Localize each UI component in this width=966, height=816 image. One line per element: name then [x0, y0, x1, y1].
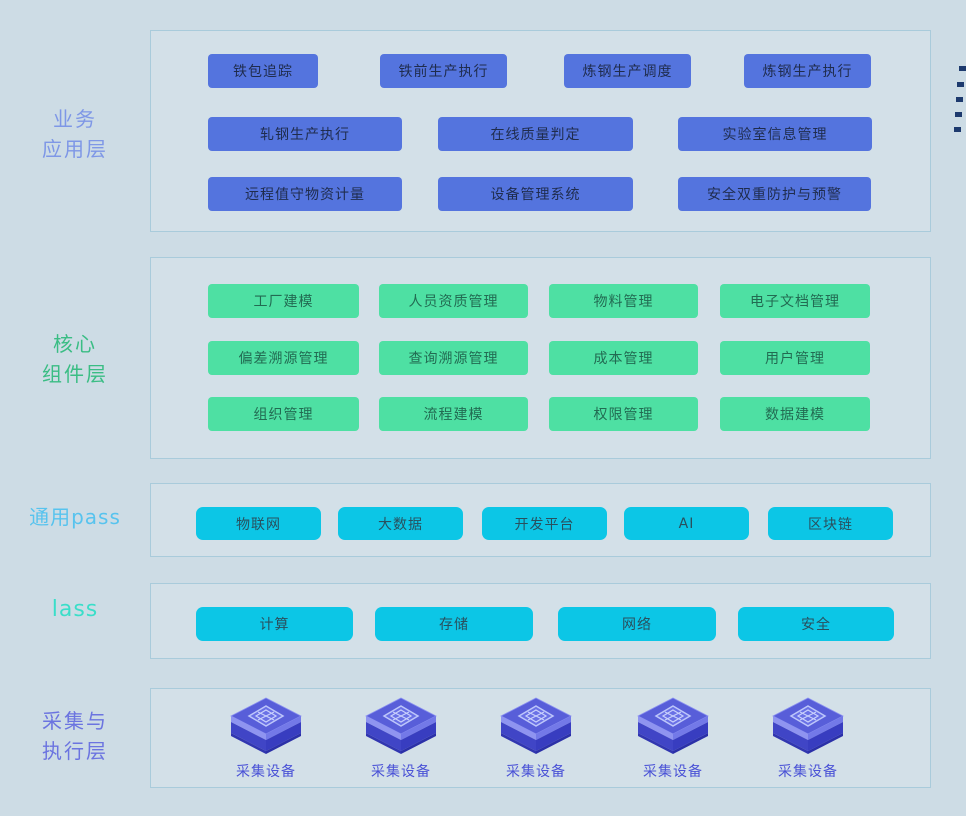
app-button[interactable]: 炼钢生产执行: [744, 54, 871, 88]
device-item: 采集设备: [768, 697, 848, 781]
edge-dot: [955, 112, 962, 117]
device-caption: 采集设备: [778, 764, 838, 780]
paas-panel: 物联网 大数据 开发平台 AI 区块链: [150, 483, 931, 557]
device-item: 采集设备: [496, 697, 576, 781]
collection-execution-panel: 采集设备 采集设备: [150, 688, 931, 788]
core-button[interactable]: 权限管理: [549, 397, 698, 431]
layer-label-device-line2: 执行层: [42, 739, 108, 763]
layer-label-core-line1: 核心: [53, 332, 97, 356]
core-button[interactable]: 查询溯源管理: [379, 341, 528, 375]
layer-label-business-line1: 业务: [53, 107, 97, 131]
device-cube-icon: [772, 697, 844, 754]
device-caption: 采集设备: [506, 764, 566, 780]
layer-label-core: 核心 组件层: [0, 329, 150, 389]
core-button[interactable]: 成本管理: [549, 341, 698, 375]
app-button[interactable]: 轧钢生产执行: [208, 117, 402, 151]
layer-label-device: 采集与 执行层: [0, 706, 150, 766]
device-item: 采集设备: [226, 697, 306, 781]
iaas-button[interactable]: 计算: [196, 607, 353, 641]
device-caption: 采集设备: [643, 764, 703, 780]
paas-button[interactable]: 物联网: [196, 507, 321, 540]
core-button[interactable]: 数据建模: [720, 397, 870, 431]
app-button[interactable]: 在线质量判定: [438, 117, 633, 151]
core-button[interactable]: 组织管理: [208, 397, 359, 431]
core-button[interactable]: 电子文档管理: [720, 284, 870, 318]
core-button[interactable]: 物料管理: [549, 284, 698, 318]
app-button[interactable]: 设备管理系统: [438, 177, 633, 211]
device-item: 采集设备: [361, 697, 441, 781]
device-cube-icon: [365, 697, 437, 754]
core-button[interactable]: 用户管理: [720, 341, 870, 375]
paas-button[interactable]: AI: [624, 507, 749, 540]
device-cube-icon: [637, 697, 709, 754]
iaas-button[interactable]: 安全: [738, 607, 894, 641]
device-item: 采集设备: [633, 697, 713, 781]
layer-label-device-line1: 采集与: [42, 709, 108, 733]
core-button[interactable]: 人员资质管理: [379, 284, 528, 318]
device-caption: 采集设备: [236, 764, 296, 780]
iaas-panel: 计算 存储 网络 安全: [150, 583, 931, 659]
core-components-panel: 工厂建模 人员资质管理 物料管理 电子文档管理 偏差溯源管理 查询溯源管理 成本…: [150, 257, 931, 459]
core-button[interactable]: 偏差溯源管理: [208, 341, 359, 375]
core-button[interactable]: 流程建模: [379, 397, 528, 431]
edge-dot: [954, 127, 961, 132]
edge-dot: [956, 97, 963, 102]
business-application-panel: 铁包追踪 铁前生产执行 炼钢生产调度 炼钢生产执行 轧钢生产执行 在线质量判定 …: [150, 30, 931, 232]
iaas-button[interactable]: 存储: [375, 607, 533, 641]
layer-label-paas: 通用pass: [29, 505, 121, 529]
layer-label-core-line2: 组件层: [42, 362, 108, 386]
layer-label-iaas: lass: [51, 597, 99, 622]
edge-dot: [959, 66, 966, 71]
layer-label-business: 业务 应用层: [0, 104, 150, 164]
paas-button[interactable]: 开发平台: [482, 507, 607, 540]
paas-button[interactable]: 大数据: [338, 507, 463, 540]
paas-button[interactable]: 区块链: [768, 507, 893, 540]
app-button[interactable]: 实验室信息管理: [678, 117, 872, 151]
core-button[interactable]: 工厂建模: [208, 284, 359, 318]
device-cube-icon: [230, 697, 302, 754]
app-button[interactable]: 远程值守物资计量: [208, 177, 402, 211]
app-button[interactable]: 炼钢生产调度: [564, 54, 691, 88]
app-button[interactable]: 安全双重防护与预警: [678, 177, 871, 211]
iaas-button[interactable]: 网络: [558, 607, 716, 641]
device-cube-icon: [500, 697, 572, 754]
layer-label-business-line2: 应用层: [42, 137, 108, 161]
device-caption: 采集设备: [371, 764, 431, 780]
edge-dot: [957, 82, 964, 87]
app-button[interactable]: 铁前生产执行: [380, 54, 507, 88]
app-button[interactable]: 铁包追踪: [208, 54, 318, 88]
